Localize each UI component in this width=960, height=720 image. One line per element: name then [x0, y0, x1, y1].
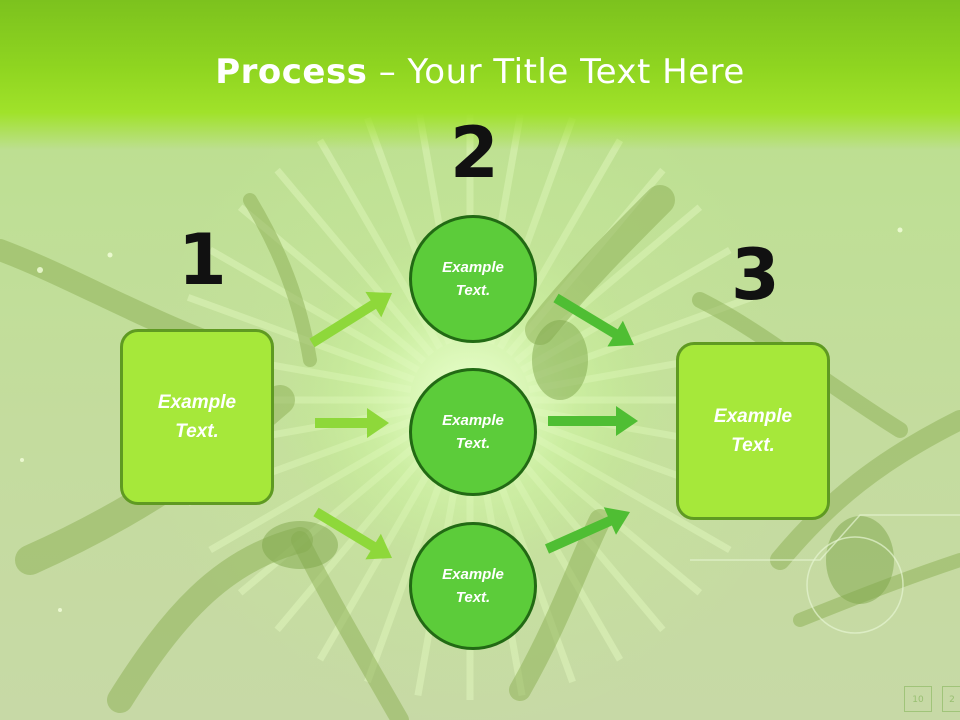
- step-2-circle-bottom: Example Text.: [409, 522, 537, 650]
- circle-top-text-line2: Text.: [455, 282, 491, 299]
- arrow-circle-bottom-to-box3: [545, 507, 630, 554]
- step-number-2: 2: [450, 112, 499, 194]
- circle-middle-text-line1: Example: [442, 412, 504, 429]
- page-number-box-2: 2: [942, 686, 960, 712]
- step-3-text-line2: Text.: [731, 435, 775, 456]
- arrow-circle-top-to-box3: [553, 293, 634, 347]
- circle-top-text-line1: Example: [442, 259, 504, 276]
- circle-bottom-text-line2: Text.: [455, 589, 491, 606]
- arrow-box1-to-circle-middle: [315, 408, 389, 438]
- step-2-circle-top: Example Text.: [409, 215, 537, 343]
- title-bold: Process: [215, 52, 368, 92]
- step-1-box: Example Text.: [120, 329, 274, 505]
- step-number-3: 3: [731, 234, 780, 316]
- slide-title: Process – Your Title Text Here: [0, 52, 960, 92]
- step-1-text-line2: Text.: [175, 421, 219, 442]
- title-rest: – Your Title Text Here: [367, 52, 745, 92]
- arrow-box1-to-circle-bottom: [313, 507, 392, 560]
- step-number-1: 1: [178, 219, 227, 301]
- circle-bottom-text-line1: Example: [442, 566, 504, 583]
- title-band: [0, 0, 960, 150]
- step-2-circle-middle: Example Text.: [409, 368, 537, 496]
- circle-middle-text-line2: Text.: [455, 435, 491, 452]
- step-1-text-line1: Example: [157, 392, 237, 413]
- step-3-text-line1: Example: [713, 406, 793, 427]
- arrow-box1-to-circle-top: [309, 291, 392, 348]
- step-3-box: Example Text.: [676, 342, 830, 520]
- page-number-box: 10: [904, 686, 932, 712]
- arrow-circle-middle-to-box3: [548, 406, 638, 436]
